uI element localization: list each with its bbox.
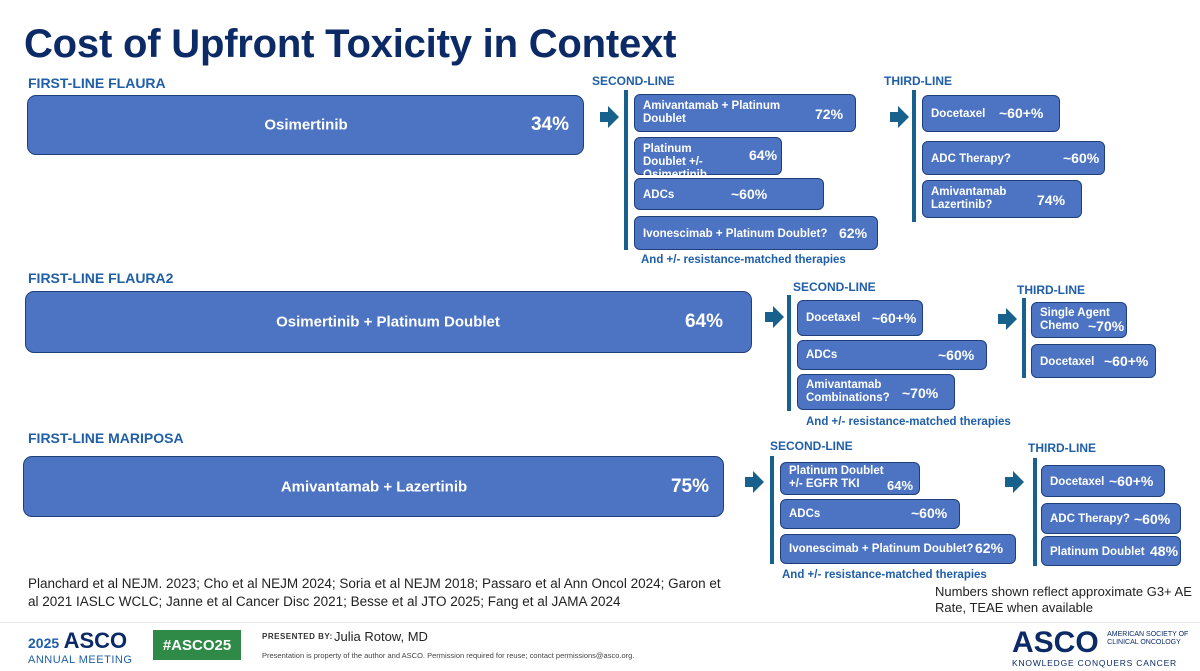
option-name: ADCs [643,189,675,201]
option-rate: ~60+% [872,310,917,326]
meeting-year: 2025 [28,635,60,651]
second-line-option: Ivonescimab + Platinum Doublet? 62% [634,216,878,250]
option-name: Ivonescimab + Platinum Doublet? [789,543,974,555]
first-line-bar-mariposa: Amivantamab + Lazertinib 75% [23,456,724,517]
first-line-therapy: Osimertinib [264,116,348,134]
third-line-option: Amivantamab Lazertinib? 74% [922,180,1082,218]
section-label-flaura: FIRST-LINE FLAURA [28,75,166,91]
third-line-label: THIRD-LINE [1017,283,1085,297]
third-line-option: Platinum Doublet 48% [1041,536,1181,566]
meeting-sub: ANNUAL MEETING [28,654,133,666]
option-rate: ~60+% [1104,353,1149,369]
bracket-line [770,456,774,564]
option-name: Docetaxel [1040,356,1095,368]
third-line-option: Single Agent Chemo ~70% [1031,302,1127,338]
option-name: Amivantamab Lazertinib? [931,186,1007,211]
meeting-name: ASCO [63,628,128,653]
option-rate: ~60+% [999,105,1044,121]
org-full-name: AMERICAN SOCIETY OF CLINICAL ONCOLOGY [1107,631,1189,646]
option-name: Amivantamab Combinations? [806,379,890,404]
first-line-therapy: Osimertinib + Platinum Doublet [276,313,500,331]
option-rate: 48% [1150,543,1179,559]
second-line-label: SECOND-LINE [770,439,853,453]
second-line-option: Amivantamab + Platinum Doublet 72% [634,94,856,132]
presenter-name: Julia Rotow, MD [334,629,428,644]
resistance-note: And +/- resistance-matched therapies [782,569,987,581]
slide-title: Cost of Upfront Toxicity in Context [24,22,677,66]
third-line-option: Docetaxel ~60+% [1031,344,1156,378]
bracket-line [787,295,791,411]
footer-divider [0,622,1200,623]
bracket-line [1022,298,1026,378]
second-line-option: ADCs ~60% [634,178,824,210]
option-rate: ~60% [1134,511,1171,527]
references: Planchard et al NEJM. 2023; Cho et al NE… [28,576,721,609]
org-name: ASCO [1012,626,1099,659]
presented-by-label: PRESENTED BY: [262,632,333,641]
option-rate: 64% [749,147,778,163]
option-rate: ~60+% [1109,473,1154,489]
option-rate: ~60% [911,505,948,521]
first-line-rate: 64% [684,311,723,332]
option-name: Platinum Doublet +/- EGFR TKI [789,465,884,490]
second-line-label: SECOND-LINE [592,74,675,88]
second-line-option: ADCs ~60% [780,499,960,529]
bracket-line [1033,458,1037,566]
third-line-label: THIRD-LINE [884,74,952,88]
second-line-option: Platinum Doublet +/- EGFR TKI 64% [780,462,920,495]
org-tagline: KNOWLEDGE CONQUERS CANCER [1012,658,1177,668]
option-name: ADCs [789,508,821,520]
third-line-option: Docetaxel ~60+% [1041,465,1165,497]
rate-footnote: Numbers shown reflect approximate G3+ AE… [935,584,1192,615]
option-name: Docetaxel [806,312,861,324]
option-name: Platinum Doublet [1050,546,1145,558]
option-name: ADCs [806,349,838,361]
second-line-option: Ivonescimab + Platinum Doublet? 62% [780,534,1016,564]
second-line-option: Amivantamab Combinations? ~70% [797,374,955,410]
second-line-label: SECOND-LINE [793,280,876,294]
option-rate: ~60% [1063,150,1100,166]
option-name: Docetaxel [1050,476,1105,488]
second-line-option: ADCs ~60% [797,340,987,370]
disclaimer-text: Presentation is property of the author a… [262,651,635,660]
asco-org-logo: ASCO AMERICAN SOCIETY OF CLINICAL ONCOLO… [1012,626,1199,668]
hashtag-badge: #ASCO25 [153,630,241,660]
option-rate: ~60% [938,347,975,363]
third-line-label: THIRD-LINE [1028,441,1096,455]
second-line-option: Platinum Doublet +/- Osimertinib 64% [634,137,782,181]
resistance-note: And +/- resistance-matched therapies [641,254,846,266]
option-rate: ~70% [902,385,939,401]
option-rate: 74% [1037,192,1066,208]
option-name: ADC Therapy? [1050,513,1130,525]
option-name: Ivonescimab + Platinum Doublet? [643,228,828,240]
first-line-rate: 34% [530,114,569,135]
option-name: Single Agent Chemo [1040,307,1110,332]
third-line-option: ADC Therapy? ~60% [1041,503,1181,534]
first-line-therapy: Amivantamab + Lazertinib [280,478,468,495]
option-name: Docetaxel [931,108,986,120]
first-line-bar-flaura2: Osimertinib + Platinum Doublet 64% [25,291,752,353]
option-rate: 62% [839,225,868,241]
option-rate: ~60% [731,186,768,202]
option-rate: ~70% [1088,318,1125,334]
bracket-line [912,90,916,222]
first-line-rate: 75% [670,475,709,497]
first-line-bar-flaura: Osimertinib 34% [27,95,584,155]
bracket-line [624,90,628,250]
option-rate: 62% [975,540,1004,556]
asco-meeting-logo: 2025 ASCO ANNUAL MEETING [28,628,132,666]
option-rate: 64% [887,478,914,493]
option-rate: 72% [815,106,844,122]
third-line-option: ADC Therapy? ~60% [922,141,1105,175]
option-name: Platinum Doublet +/- Osimertinib [643,143,707,181]
section-label-flaura2: FIRST-LINE FLAURA2 [28,270,174,286]
section-label-mariposa: FIRST-LINE MARIPOSA [28,430,184,446]
option-name: ADC Therapy? [931,153,1011,165]
resistance-note: And +/- resistance-matched therapies [806,416,1011,428]
second-line-option: Docetaxel ~60+% [797,300,923,336]
third-line-option: Docetaxel ~60+% [922,95,1060,132]
option-name: Amivantamab + Platinum Doublet [643,100,781,125]
